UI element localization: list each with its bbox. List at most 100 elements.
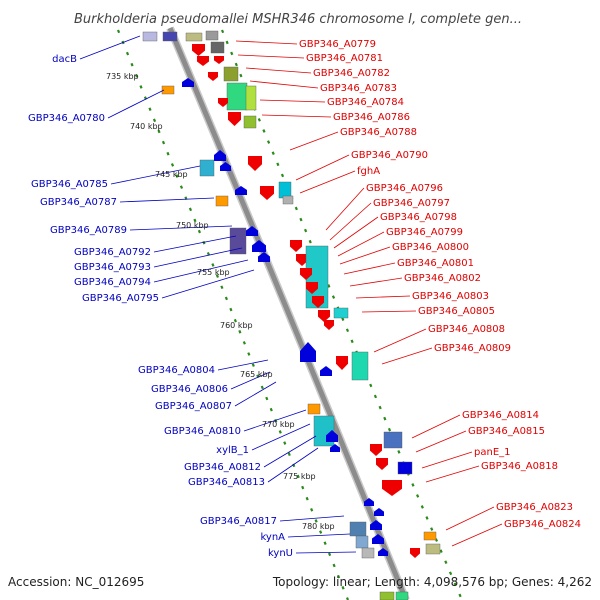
gene-label[interactable]: xylB_1 (216, 445, 249, 456)
gene-label[interactable]: GBP346_A0788 (340, 127, 417, 138)
gene-feature[interactable] (320, 366, 332, 376)
gene-feature[interactable] (300, 268, 312, 280)
gene-label[interactable]: GBP346_A0805 (418, 306, 495, 317)
gene-feature[interactable] (333, 307, 349, 319)
gene-feature[interactable] (376, 458, 388, 470)
gene-label[interactable]: GBP346_A0789 (50, 225, 127, 236)
gene-feature[interactable] (218, 98, 228, 107)
gene-feature[interactable] (312, 296, 324, 308)
gene-label[interactable]: kynA (260, 532, 285, 543)
gene-label[interactable]: GBP346_A0790 (351, 150, 428, 161)
gene-label[interactable]: GBP346_A0785 (31, 179, 108, 190)
gene-label[interactable]: fghA (357, 166, 380, 177)
gene-feature[interactable] (351, 351, 369, 381)
gene-label[interactable]: GBP346_A0793 (74, 262, 151, 273)
gene-label[interactable]: GBP346_A0796 (366, 183, 443, 194)
gene-feature[interactable] (397, 461, 413, 475)
gene-feature[interactable] (252, 240, 266, 252)
gene-feature[interactable] (162, 31, 178, 42)
gene-feature[interactable] (374, 508, 384, 516)
gene-feature[interactable] (260, 186, 274, 200)
gene-feature[interactable] (197, 56, 209, 66)
gene-label[interactable]: GBP346_A0781 (306, 53, 383, 64)
gene-feature[interactable] (372, 534, 384, 544)
gene-label[interactable]: GBP346_A0797 (373, 198, 450, 209)
gene-feature[interactable] (296, 254, 308, 266)
gene-feature[interactable] (425, 543, 441, 555)
gene-feature[interactable] (383, 431, 403, 449)
gene-feature[interactable] (361, 547, 375, 559)
gene-feature[interactable] (226, 82, 248, 111)
gene-feature[interactable] (248, 156, 262, 171)
gene-label[interactable]: GBP346_A0804 (138, 365, 215, 376)
gene-label[interactable]: kynU (268, 548, 293, 559)
gene-feature[interactable] (214, 56, 224, 64)
gene-label[interactable]: GBP346_A0786 (333, 112, 410, 123)
gene-feature[interactable] (307, 403, 321, 415)
gene-feature[interactable] (246, 226, 258, 236)
gene-feature[interactable] (208, 72, 218, 81)
gene-feature[interactable] (282, 195, 294, 205)
gene-label[interactable]: GBP346_A0815 (468, 426, 545, 437)
gene-label[interactable]: GBP346_A0817 (200, 516, 277, 527)
gene-feature[interactable] (395, 591, 409, 600)
gene-label[interactable]: GBP346_A0783 (320, 83, 397, 94)
gene-label[interactable]: GBP346_A0801 (397, 258, 474, 269)
gene-feature[interactable] (370, 444, 382, 456)
gene-label[interactable]: GBP346_A0806 (151, 384, 228, 395)
gene-feature[interactable] (243, 115, 257, 129)
gene-label[interactable]: GBP346_A0808 (428, 324, 505, 335)
gene-feature[interactable] (423, 531, 437, 541)
gene-feature[interactable] (318, 310, 330, 322)
gene-feature[interactable] (210, 41, 225, 54)
gene-feature[interactable] (229, 227, 247, 255)
gene-feature[interactable] (290, 240, 302, 252)
gene-label[interactable]: GBP346_A0795 (82, 293, 159, 304)
gene-label[interactable]: GBP346_A0782 (313, 68, 390, 79)
gene-feature[interactable] (161, 85, 175, 95)
gene-label[interactable]: GBP346_A0799 (386, 227, 463, 238)
gene-label[interactable]: GBP346_A0810 (164, 426, 241, 437)
gene-label[interactable]: GBP346_A0809 (434, 343, 511, 354)
gene-feature[interactable] (324, 320, 334, 330)
gene-feature[interactable] (278, 181, 292, 199)
gene-feature[interactable] (370, 520, 382, 530)
gene-feature[interactable] (182, 78, 194, 87)
gene-label[interactable]: GBP346_A0784 (327, 97, 404, 108)
gene-feature[interactable] (220, 162, 231, 171)
gene-feature[interactable] (214, 150, 226, 161)
gene-feature[interactable] (410, 548, 420, 558)
gene-label[interactable]: GBP346_A0792 (74, 247, 151, 258)
gene-feature[interactable] (379, 591, 395, 600)
gene-feature[interactable] (300, 342, 316, 362)
gene-label[interactable]: GBP346_A0787 (40, 197, 117, 208)
gene-label[interactable]: GBP346_A0779 (299, 39, 376, 50)
gene-feature[interactable] (205, 30, 219, 41)
gene-feature[interactable] (245, 85, 257, 111)
gene-feature[interactable] (355, 535, 369, 549)
gene-label[interactable]: GBP346_A0818 (481, 461, 558, 472)
gene-label[interactable]: GBP346_A0780 (28, 113, 105, 124)
gene-feature[interactable] (378, 548, 388, 556)
gene-label[interactable]: GBP346_A0800 (392, 242, 469, 253)
gene-feature[interactable] (364, 498, 374, 506)
gene-label[interactable]: GBP346_A0814 (462, 410, 539, 421)
gene-feature[interactable] (330, 444, 340, 452)
gene-label[interactable]: GBP346_A0824 (504, 519, 581, 530)
gene-label[interactable]: GBP346_A0794 (74, 277, 151, 288)
gene-feature[interactable] (326, 430, 338, 442)
gene-feature[interactable] (349, 521, 367, 537)
gene-feature[interactable] (192, 44, 205, 56)
gene-feature[interactable] (142, 31, 158, 42)
gene-label[interactable]: GBP346_A0803 (412, 291, 489, 302)
gene-label[interactable]: GBP346_A0813 (188, 477, 265, 488)
gene-feature[interactable] (382, 480, 402, 496)
gene-feature[interactable] (258, 252, 270, 262)
gene-feature[interactable] (199, 159, 215, 177)
gene-label[interactable]: panE_1 (474, 447, 511, 458)
gene-feature[interactable] (235, 186, 247, 195)
gene-feature[interactable] (228, 112, 241, 126)
gene-label[interactable]: GBP346_A0823 (496, 502, 573, 513)
gene-label[interactable]: GBP346_A0812 (184, 462, 261, 473)
gene-label[interactable]: GBP346_A0807 (155, 401, 232, 412)
